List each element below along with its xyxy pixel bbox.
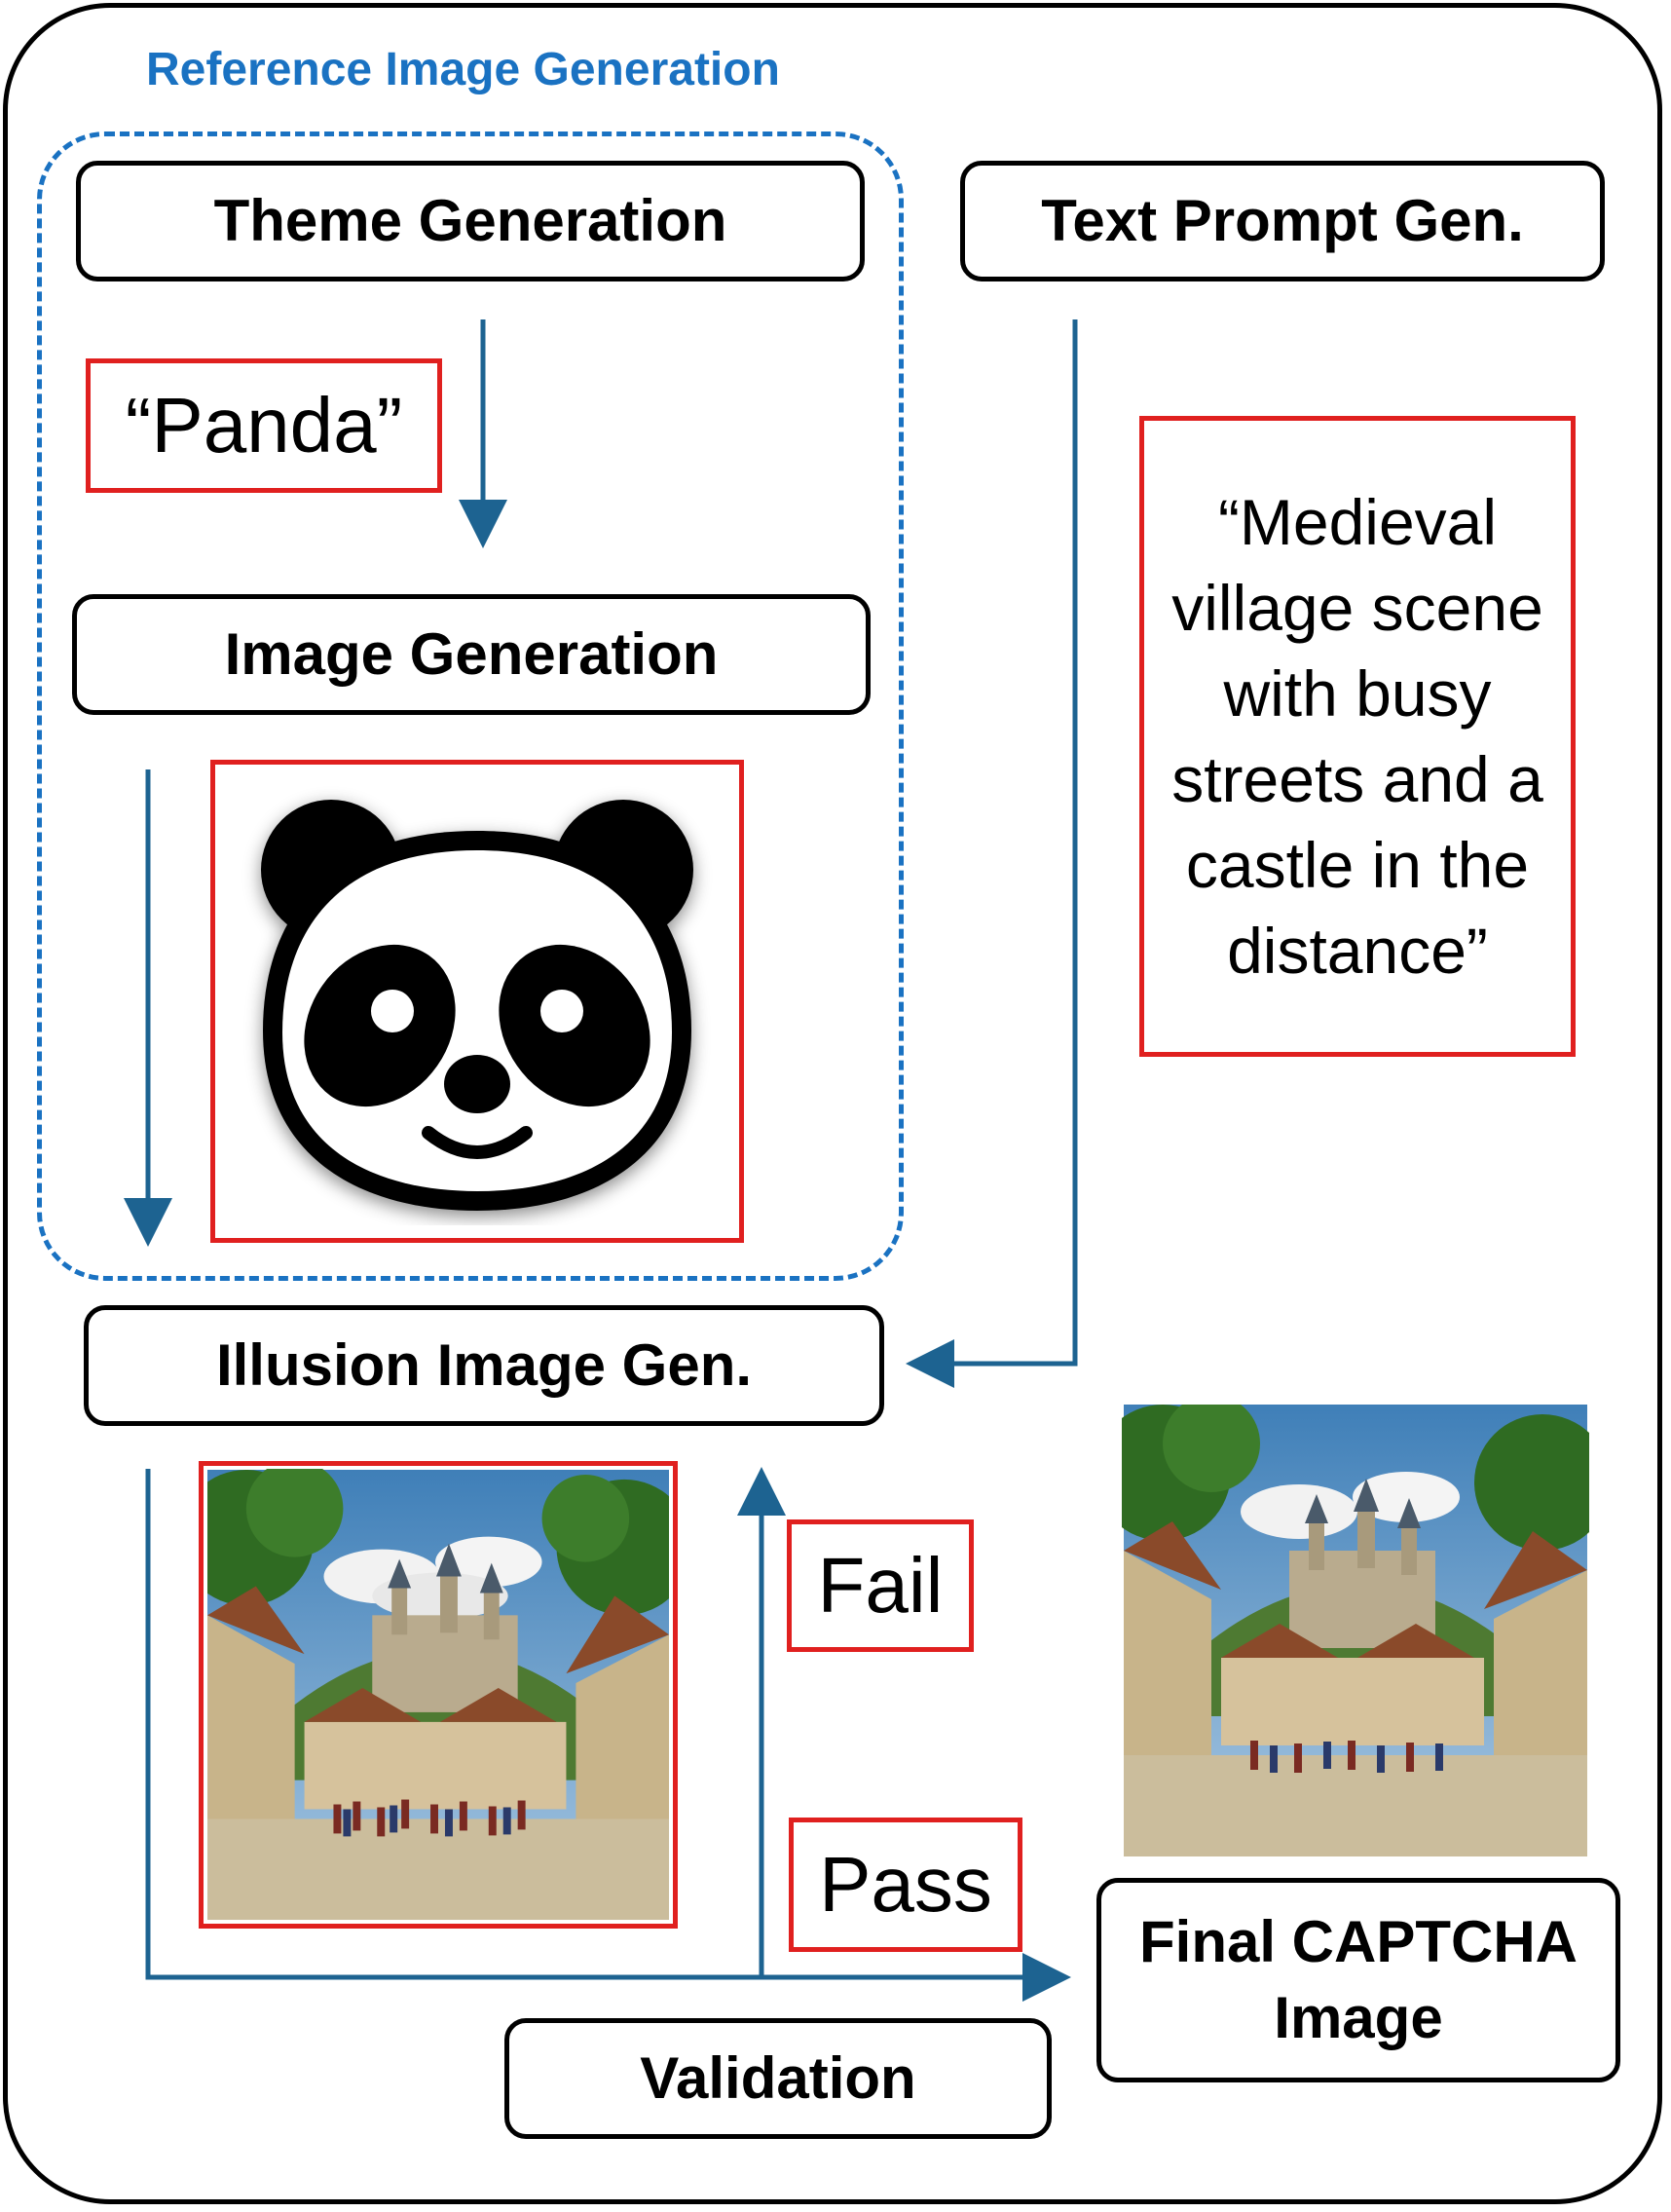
theme-generation-box: Theme Generation: [76, 161, 865, 281]
diagram-frame: [3, 3, 1662, 2204]
validation-box: Validation: [504, 2018, 1052, 2139]
arrow-prompt-to-illusion: [906, 319, 1078, 1388]
theme-tag: “Panda”: [86, 358, 442, 493]
panda-image-frame: [210, 760, 744, 1243]
arrow-to-final: [145, 1469, 1071, 2002]
text-prompt-tag: “Medieval village scene with busy street…: [1139, 416, 1576, 1057]
medieval-village-image: [1122, 1405, 1589, 1856]
image-generation-box: Image Generation: [72, 594, 871, 715]
pass-tag: Pass: [789, 1818, 1022, 1952]
final-captcha-box: Final CAPTCHA Image: [1096, 1878, 1620, 2082]
illusion-image-frame: [199, 1461, 678, 1929]
text-prompt-box: Text Prompt Gen.: [960, 161, 1605, 281]
fail-tag: Fail: [787, 1519, 974, 1652]
final-captcha-image: [1122, 1405, 1589, 1856]
section-label: Reference Image Generation: [146, 44, 780, 95]
panda-face-image: [261, 800, 693, 1211]
reference-group-border: [37, 131, 904, 1281]
illusion-image-box: Illusion Image Gen.: [84, 1305, 884, 1426]
medieval-village-image: [207, 1469, 669, 1921]
